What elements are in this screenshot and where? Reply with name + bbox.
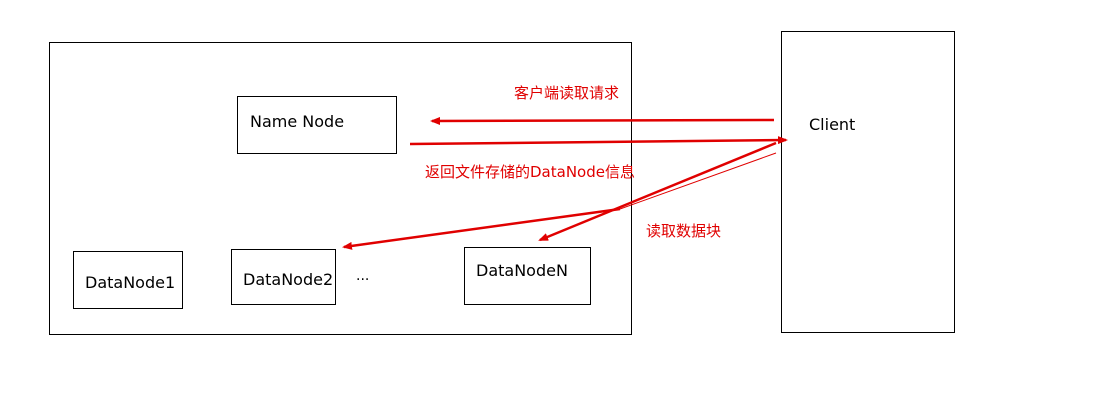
arrow-read-datanode-n	[538, 141, 777, 242]
datanode-n-box	[464, 247, 591, 305]
client-box	[781, 31, 955, 333]
arrow-read-datanode-2	[342, 207, 621, 250]
datanode-1-label: DataNode1	[85, 273, 176, 292]
datanode-ellipsis: ...	[356, 268, 370, 284]
arrow-guide-line	[619, 152, 777, 210]
datanode-n-label: DataNodeN	[476, 261, 568, 280]
annotation-read-request: 客户端读取请求	[514, 84, 620, 102]
datanode-2-label: DataNode2	[243, 270, 334, 289]
annotation-return-info: 返回文件存储的DataNode信息	[425, 163, 635, 181]
name-node-box	[237, 96, 397, 154]
arrow-read-request	[430, 116, 775, 125]
name-node-label: Name Node	[250, 112, 345, 131]
arrow-return-info	[409, 136, 788, 146]
datanode-2-box	[231, 249, 336, 305]
datanode-1-box	[73, 251, 183, 309]
annotation-read-blocks: 读取数据块	[646, 222, 722, 240]
client-label: Client	[809, 115, 856, 134]
